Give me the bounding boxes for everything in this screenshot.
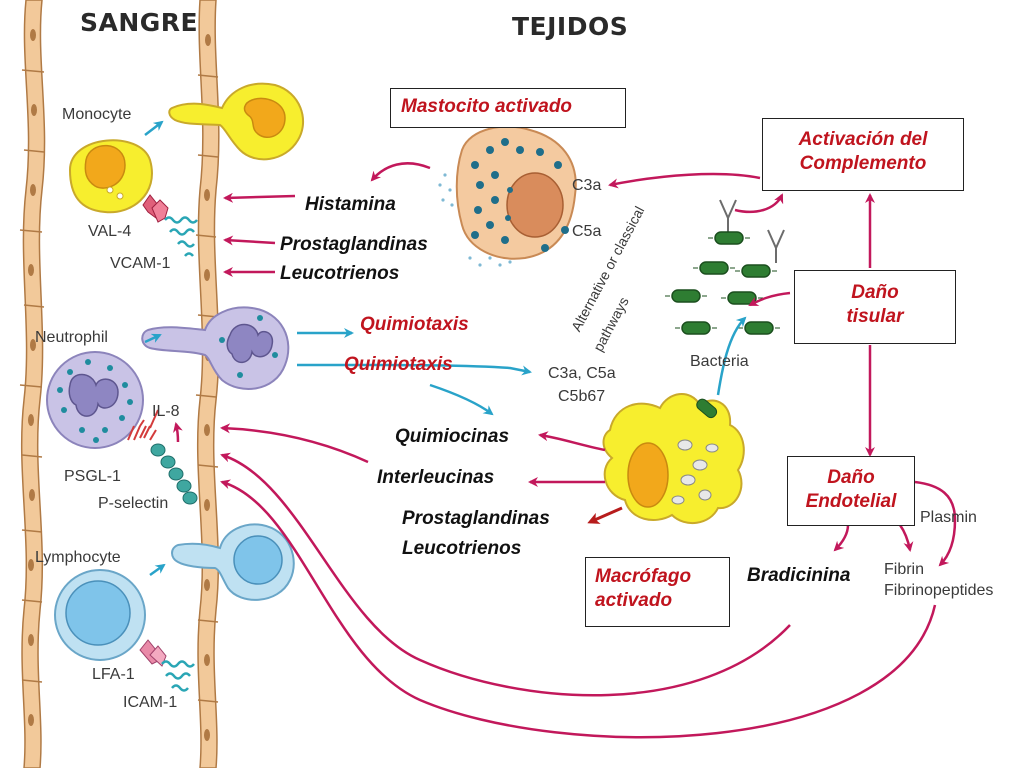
complemento-box: Activación del Complemento — [762, 118, 964, 191]
dano-tisular-text-2: tisular — [846, 306, 904, 327]
monocyte-cell — [68, 139, 153, 214]
vessel-wall-left — [19, 0, 46, 768]
vessel-wall-right — [195, 0, 220, 768]
macrofago-text-1: Macrófago — [595, 566, 692, 587]
bacteria-cluster — [665, 231, 780, 335]
monocyte-transmigrated — [168, 82, 304, 161]
antibodies — [719, 199, 785, 263]
monocyte-label: Monocyte — [62, 106, 132, 123]
tissues-header: TEJIDOS — [512, 12, 629, 41]
prostaglandinas-label-2: Prostaglandinas — [402, 508, 550, 529]
lymphocyte-label: Lymphocyte — [35, 549, 121, 566]
macrofago-text-2: activado — [595, 590, 673, 611]
complemento-text-1: Activación del — [798, 129, 928, 150]
interleucinas-label: Interleucinas — [377, 467, 495, 488]
psgl1-label: PSGL-1 — [64, 468, 121, 485]
lymphocyte-transmigrating — [171, 523, 295, 601]
bradicinina-label: Bradicinina — [747, 565, 851, 586]
neutrophil-label: Neutrophil — [35, 329, 108, 346]
mastocito-text: Mastocito activado — [401, 96, 573, 117]
dano-endotelial-text-2: Endotelial — [805, 491, 897, 512]
dano-tisular-box: Daño tisular — [794, 270, 956, 344]
neutrophil-transmigrating — [141, 306, 290, 390]
psgl1-pselectin-binding — [127, 409, 198, 505]
val4-label: VAL-4 — [88, 223, 132, 240]
mast-cell — [438, 106, 577, 267]
val4-vcam1-binding — [142, 194, 198, 257]
macrofago-box: Macrófago activado — [585, 557, 730, 627]
c5a-label: C5a — [572, 223, 602, 240]
cyan-arrows — [144, 120, 747, 577]
quimiotaxis-label-2: Quimiotaxis — [344, 354, 453, 375]
lfa1-icam1-binding — [139, 639, 195, 692]
quimiocinas-label: Quimiocinas — [395, 426, 510, 447]
pselectin-label: P-selectin — [98, 495, 169, 512]
leucotrienos-label-2: Leucotrienos — [402, 538, 522, 559]
dano-endotelial-text-1: Daño — [827, 467, 875, 488]
vcam1-label: VCAM-1 — [110, 255, 171, 272]
lfa1-label: LFA-1 — [92, 666, 135, 683]
mastocito-box: Mastocito activado — [390, 88, 626, 128]
bacteria-label: Bacteria — [690, 353, 749, 370]
magenta-arrows — [173, 162, 957, 739]
prostaglandinas-label-1: Prostaglandinas — [280, 234, 428, 255]
quimiotaxis-label-1: Quimiotaxis — [360, 314, 469, 335]
icam1-label: ICAM-1 — [123, 694, 178, 711]
neutrophil-cell — [46, 351, 144, 449]
c5b67-label: C5b67 — [558, 388, 606, 405]
fibrin-label: Fibrin — [884, 561, 925, 578]
c3a-label: C3a — [572, 177, 602, 194]
complemento-text-2: Complemento — [799, 153, 927, 174]
leucotrienos-label-1: Leucotrienos — [280, 263, 400, 284]
dano-tisular-text-1: Daño — [851, 282, 899, 303]
histamina-label: Histamina — [305, 194, 396, 215]
blood-header: SANGRE — [80, 8, 199, 37]
c3a-c5a-label: C3a, C5a — [548, 365, 616, 382]
plasmin-label: Plasmin — [920, 509, 977, 526]
fibrinopeptides-label: Fibrinopeptides — [884, 582, 994, 599]
il8-label: IL-8 — [152, 403, 180, 420]
dano-endotelial-box: Daño Endotelial — [787, 456, 915, 526]
macrophage-cell — [602, 393, 745, 524]
lymphocyte-cell — [54, 569, 146, 661]
macrophage-red-arrow — [587, 506, 623, 524]
